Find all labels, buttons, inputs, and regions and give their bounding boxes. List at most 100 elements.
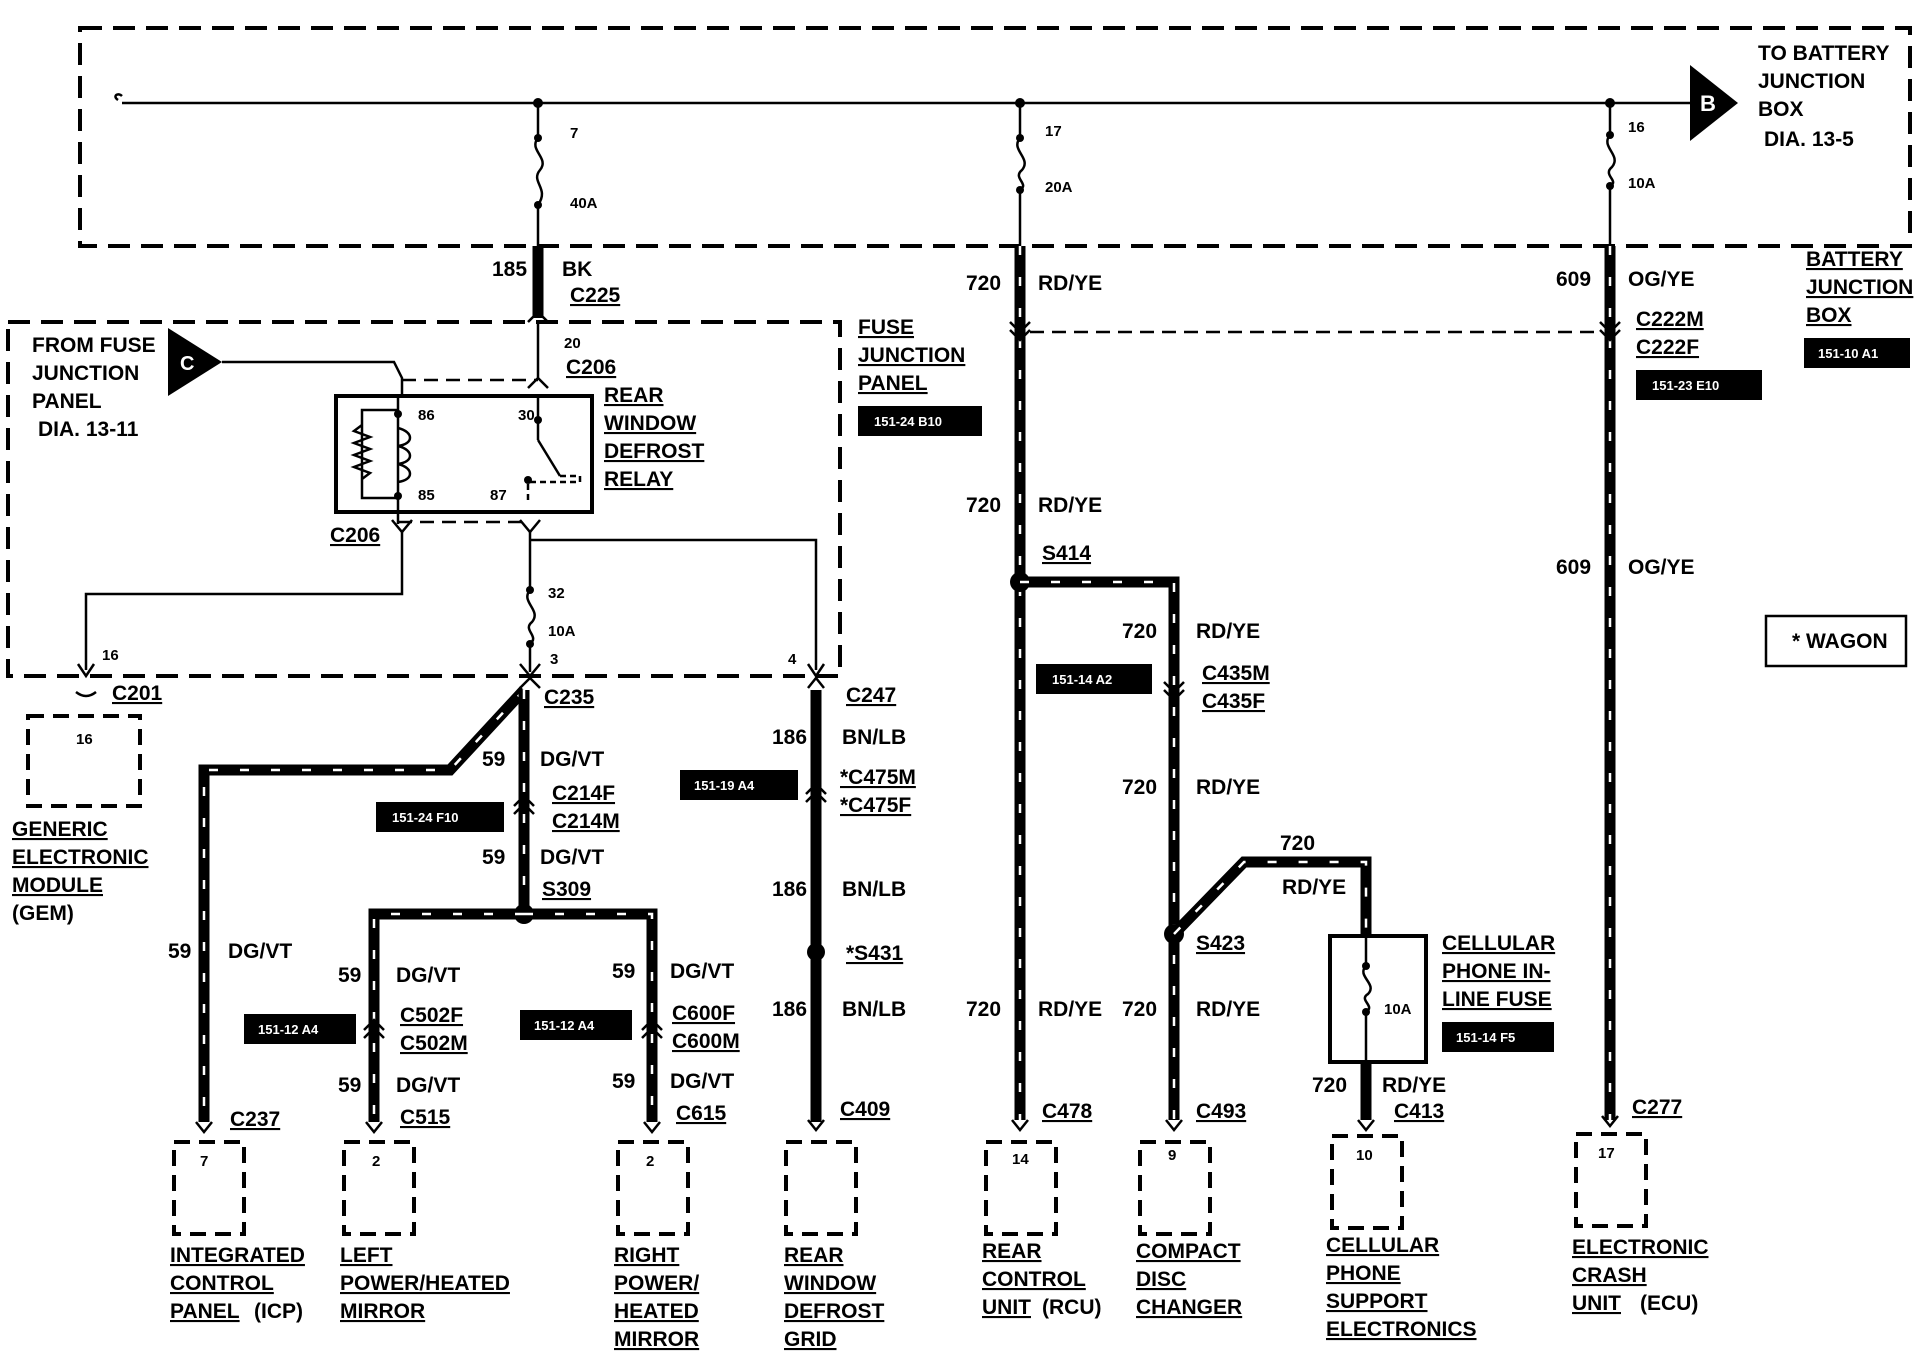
to-battery-label-4: DIA. 13-5 [1764, 128, 1854, 151]
fuse-16 [1605, 98, 1616, 246]
left-mirror-label-1: LEFT [340, 1244, 393, 1267]
cellular-label-3: SUPPORT [1326, 1290, 1428, 1313]
c409-arrow [807, 1119, 825, 1133]
c515-arrow [365, 1121, 383, 1135]
cellular-label-4: ELECTRONICS [1326, 1318, 1477, 1341]
fuse-32 [519, 586, 541, 678]
c409-label: C409 [840, 1098, 890, 1121]
c235-connector [519, 676, 541, 689]
wire-720-cd3-color: RD/YE [1196, 998, 1260, 1021]
wire-720-cd2-num: 720 [1122, 776, 1157, 799]
battery-bus-line [114, 93, 1700, 105]
c201-label: C201 [112, 682, 163, 705]
wire-720-b-num: 720 [966, 494, 1001, 517]
cell-fuse-label-3: LINE FUSE [1442, 988, 1552, 1011]
wire-720-cd-num: 720 [1122, 620, 1157, 643]
defrost-grid-box [784, 1140, 858, 1236]
wire-720-a-num: 720 [966, 272, 1001, 295]
ref-r6: 151-12 A4 [534, 1018, 595, 1033]
c237-arrow [195, 1121, 213, 1135]
c201-arrow [76, 663, 96, 679]
c214m-label: C214M [552, 810, 620, 833]
c222m-label: C222M [1636, 308, 1704, 331]
wire-720-cell-num: 720 [1280, 832, 1315, 855]
cd-changer-label-3: CHANGER [1136, 1296, 1242, 1319]
wire-185-color: BK [562, 258, 592, 281]
cellular-label-2: PHONE [1326, 1262, 1401, 1285]
rcu-box [984, 1140, 1058, 1236]
c247-label: C247 [846, 684, 896, 707]
right-mirror-label-2: POWER/ [614, 1272, 699, 1295]
c206-label: C206 [566, 356, 616, 379]
wire-720-to-cellfuse [1170, 856, 1372, 938]
wire-185-num: 185 [492, 258, 527, 281]
ref-box-fuse-panel [858, 406, 982, 436]
rcu-pin: 14 [1012, 1151, 1029, 1168]
s431-label: *S431 [846, 942, 904, 965]
wire-609-b-num: 609 [1556, 556, 1591, 579]
to-battery-label-1: TO BATTERY [1758, 42, 1889, 65]
wire-186-c-num: 186 [772, 998, 807, 1021]
ref-box-battery [1804, 338, 1910, 368]
wire-720-cd2-color: RD/YE [1196, 776, 1260, 799]
ref-r5: 151-12 A4 [258, 1022, 319, 1037]
s309-label: S309 [542, 878, 591, 901]
wire-609-a-color: OG/YE [1628, 268, 1695, 291]
s423-label: S423 [1196, 932, 1245, 955]
battery-jb-label-1: BATTERY [1806, 248, 1903, 271]
cd-changer-label-2: DISC [1136, 1268, 1186, 1291]
wire-720-to-cd [1020, 576, 1180, 1120]
wire-720-rcu-num: 720 [966, 998, 1001, 1021]
wire-186-b-num: 186 [772, 878, 807, 901]
gem-label-3: MODULE [12, 874, 103, 897]
icp-pin: 7 [200, 1153, 208, 1170]
to-battery-label-3: BOX [1758, 98, 1804, 121]
defrost-grid-label-4: GRID [784, 1328, 837, 1351]
wagon-note-box [1764, 614, 1908, 668]
c475f-label: *C475F [840, 794, 911, 817]
relay-label-4: RELAY [604, 468, 673, 491]
fuse-17-rating: 20A [1045, 179, 1073, 196]
c493-label: C493 [1196, 1100, 1246, 1123]
from-fuse-label-2: JUNCTION [32, 362, 139, 385]
c600f-label: C600F [672, 1002, 735, 1025]
wire-59-lm2-color: DG/VT [396, 1074, 460, 1097]
wire-59-rm2-color: DG/VT [670, 1070, 734, 1093]
ref-box-r2 [1036, 664, 1152, 694]
fuse-17-num: 17 [1045, 123, 1062, 140]
ref-r3: 151-24 F10 [392, 810, 459, 825]
c206b-label: C206 [330, 524, 380, 547]
c413-label: C413 [1394, 1100, 1444, 1123]
battery-jb-label-3: BOX [1806, 304, 1852, 327]
wire-59-lm-color: DG/VT [396, 964, 460, 987]
left-mirror-pin: 2 [372, 1153, 380, 1170]
c475m-label: *C475M [840, 766, 916, 789]
icp-label-1: INTEGRATED [170, 1244, 305, 1267]
c235-label: C235 [544, 686, 595, 709]
c435f-label: C435F [1202, 690, 1265, 713]
wire-720-cd3-num: 720 [1122, 998, 1157, 1021]
defrost-grid-label-2: WINDOW [784, 1272, 876, 1295]
s414-label: S414 [1042, 542, 1091, 565]
ecu-label-3: UNIT [1572, 1292, 1621, 1315]
wagon-note: * WAGON [1792, 630, 1888, 653]
fuse-junction-panel-outline [6, 320, 842, 678]
fuse-17 [1015, 98, 1026, 246]
ref-box-r4 [680, 770, 798, 800]
c201-connector [75, 690, 97, 698]
c475-connector [805, 782, 827, 803]
cell-fuse-rating: 10A [1384, 1001, 1412, 1018]
fuse-panel-label-3: PANEL [858, 372, 928, 395]
wire-186-b-color: BN/LB [842, 878, 906, 901]
ref-box-r5 [244, 1014, 356, 1044]
c206-pin: 20 [564, 335, 581, 352]
ecu-label-2: CRASH [1572, 1264, 1647, 1287]
right-mirror-label-3: HEATED [614, 1300, 699, 1323]
relay-internals [350, 398, 582, 512]
rcu-label-4: (RCU) [1042, 1296, 1101, 1319]
battery-jb-label-2: JUNCTION [1806, 276, 1913, 299]
ecu-label-1: ELECTRONIC [1572, 1236, 1709, 1259]
c247-connector [807, 675, 825, 689]
right-mirror-label-1: RIGHT [614, 1244, 680, 1267]
